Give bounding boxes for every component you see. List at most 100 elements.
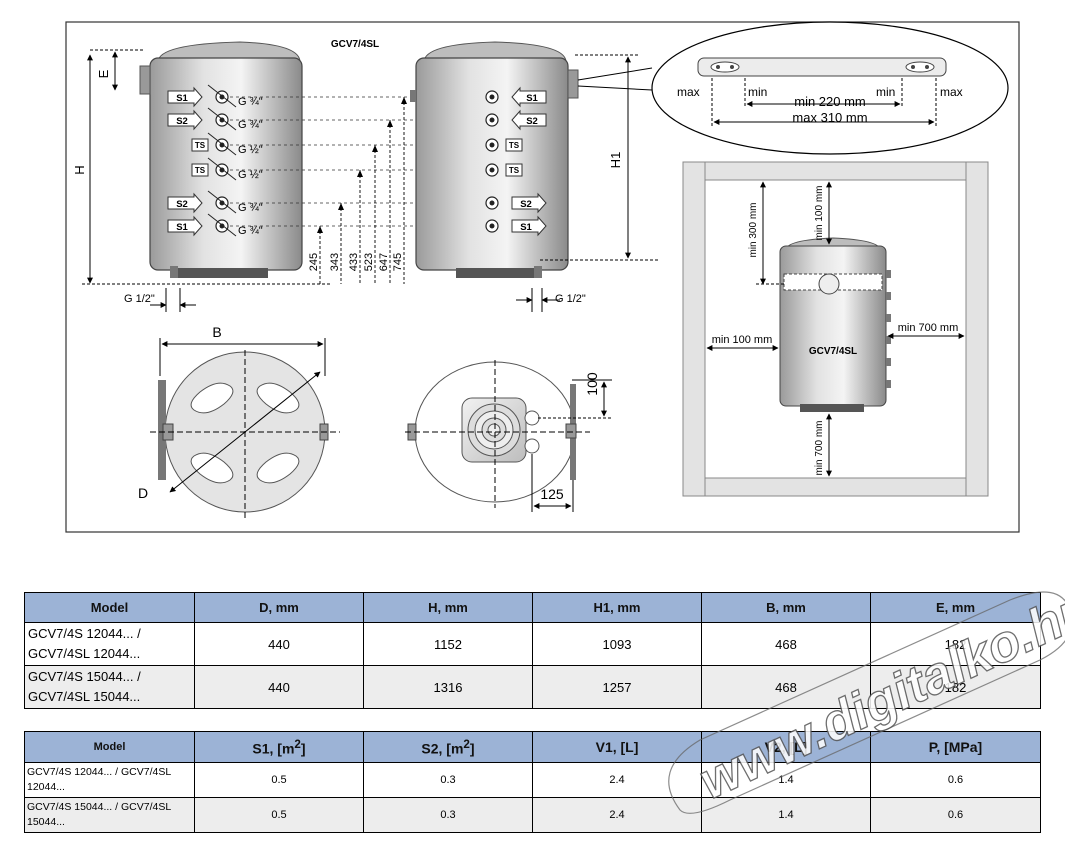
- port-connection-center: [219, 94, 225, 100]
- height-dim-label: 343: [329, 253, 341, 271]
- label-h1: H1: [608, 152, 623, 169]
- cell-v2: 1.4: [701, 762, 871, 798]
- port-thread: G ¾": [238, 202, 263, 214]
- dim-100: 100: [584, 372, 600, 396]
- side-port-tag-ts: TS: [505, 163, 523, 177]
- header-e: E, mm: [870, 592, 1041, 623]
- g-half-left: G 1/2": [124, 293, 155, 305]
- header-h: H, mm: [363, 592, 533, 623]
- model-line-a: GCV7/4S 15044... / GCV7/4SL: [27, 801, 172, 813]
- height-dim-label: 523: [363, 253, 375, 271]
- header-s2-close: ]: [469, 740, 475, 757]
- port-tag-s2-label: S2: [176, 199, 188, 210]
- port-tag-s1: S1: [167, 215, 203, 237]
- header-b: B, mm: [701, 592, 871, 623]
- cell-h1: 1257: [532, 665, 702, 709]
- g-half-right: G 1/2": [555, 293, 586, 305]
- height-dim-arrow: [387, 120, 393, 127]
- side-port-tag-s2-label: S2: [520, 199, 532, 210]
- side-port-tag-s1-label: S1: [526, 93, 538, 104]
- header-d: D, mm: [194, 592, 364, 623]
- table-row: GCV7/4S 15044... /GCV7/4SL 15044... 440 …: [24, 665, 1041, 709]
- side-port-tag-s2: S2: [511, 192, 547, 214]
- port-tag-ts: TS: [191, 163, 209, 177]
- cell-s1: 0.5: [194, 762, 364, 798]
- cell-p: 0.6: [870, 762, 1041, 798]
- cell-h: 1316: [363, 665, 533, 709]
- height-dim-arrow: [338, 203, 344, 210]
- side-port-center: [489, 142, 495, 148]
- header-model: Model: [24, 731, 195, 763]
- bracket-max-left: max: [677, 85, 700, 99]
- table-row: GCV7/4S 12044... /GCV7/4SL 12044... 440 …: [24, 622, 1041, 666]
- side-port-tag-s2: S2: [511, 109, 547, 131]
- header-v2: V2, [L]: [701, 731, 871, 763]
- cell-d: 440: [194, 622, 364, 666]
- bracket-min-right: min: [876, 85, 895, 99]
- cell-v1: 2.4: [532, 762, 702, 798]
- side-port-center: [489, 94, 495, 100]
- cell-h: 1152: [363, 622, 533, 666]
- specs-table: Model S1, [m2] S2, [m2] V1, [L] V2, [L] …: [24, 731, 1041, 833]
- bracket-max-right: max: [940, 85, 963, 99]
- port-tag-s2: S2: [167, 192, 203, 214]
- port-tag-s1-label: S1: [176, 93, 188, 104]
- side-port-tag-s1: S1: [511, 86, 547, 108]
- port-connection-center: [219, 167, 225, 173]
- dim-125: 125: [540, 486, 564, 502]
- clearance-inset: GCV7/4SL min 300 mm min 100 mm min 100 m…: [682, 161, 989, 497]
- clearance-min-700-right: min 700 mm: [898, 322, 959, 334]
- side-port-center: [489, 200, 495, 206]
- dimensions-table-header: Model D, mm H, mm H1, mm B, mm E, mm: [24, 592, 1041, 623]
- port-leader: [207, 190, 237, 214]
- height-dim-label: 745: [392, 253, 404, 271]
- cell-b: 468: [701, 622, 871, 666]
- label-h: H: [72, 165, 87, 174]
- label-b: B: [212, 324, 221, 340]
- model-line-a: GCV7/4S 12044... / GCV7/4SL: [27, 766, 172, 778]
- height-dim-label: 647: [378, 253, 390, 271]
- cell-s1: 0.5: [194, 797, 364, 833]
- cell-s2: 0.3: [363, 762, 533, 798]
- header-s1-close: ]: [300, 740, 306, 757]
- port-leader: [207, 213, 237, 237]
- height-dim-label: 433: [348, 253, 360, 271]
- port-connection-center: [219, 142, 225, 148]
- top-view-right: 100 125: [405, 360, 612, 512]
- port-thread: G ¾": [238, 96, 263, 108]
- port-tag-s2-label: S2: [176, 116, 188, 127]
- height-dim-arrow: [372, 145, 378, 152]
- port-connection-center: [219, 223, 225, 229]
- cell-p: 0.6: [870, 797, 1041, 833]
- header-s1-sq: 2: [294, 737, 301, 751]
- cell-h1: 1093: [532, 622, 702, 666]
- clearance-min-100-top: min 100 mm: [814, 185, 825, 240]
- port-tag-s1-label: S1: [176, 222, 188, 233]
- label-e: E: [96, 69, 111, 78]
- port-thread: G ¾": [238, 119, 263, 131]
- height-dim-arrow: [357, 170, 363, 177]
- cell-v1: 2.4: [532, 797, 702, 833]
- header-v1: V1, [L]: [532, 731, 702, 763]
- cell-s2: 0.3: [363, 797, 533, 833]
- port-leader: [207, 84, 237, 108]
- clearance-min-300: min 300 mm: [748, 202, 759, 257]
- port-tag-label: TS: [195, 141, 206, 150]
- drawing-title: GCV7/4SL: [331, 39, 379, 50]
- side-port-center: [489, 223, 495, 229]
- header-p: P, [MPa]: [870, 731, 1041, 763]
- port-thread: G ½": [238, 169, 263, 181]
- cell-v2: 1.4: [701, 797, 871, 833]
- inset-tank-label: GCV7/4SL: [809, 346, 857, 357]
- port-connection-center: [219, 200, 225, 206]
- header-s2: S2, [m2]: [363, 731, 533, 763]
- model-line-a: GCV7/4S 15044... /: [28, 669, 141, 684]
- side-port-tag-ts: TS: [505, 138, 523, 152]
- bracket-min-left: min: [748, 85, 767, 99]
- side-port-center: [489, 117, 495, 123]
- height-dim-label: 245: [308, 253, 320, 271]
- dimensions-table: Model D, mm H, mm H1, mm B, mm E, mm GCV…: [24, 592, 1041, 709]
